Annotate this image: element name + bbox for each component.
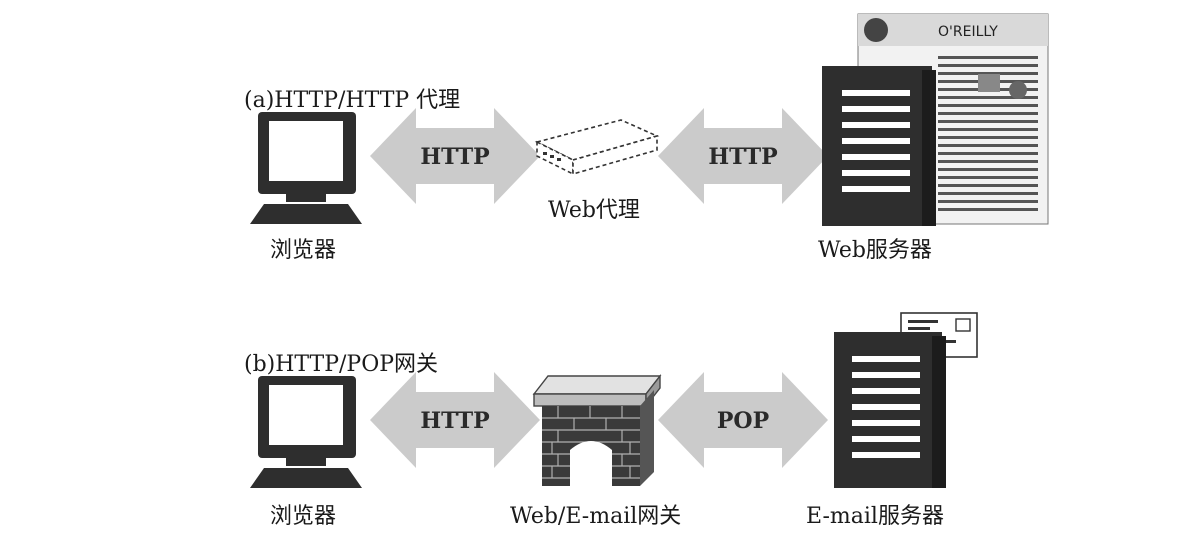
arrow-label-b-left: HTTP — [420, 408, 489, 434]
caption-b: (b)HTTP/POP网关 — [244, 352, 439, 377]
arrow-label-a-left: HTTP — [420, 144, 489, 170]
browser-label-a: 浏览器 — [270, 238, 337, 263]
browser-computer-icon — [250, 112, 362, 224]
email-server-icon — [834, 332, 946, 488]
web-server-icon — [822, 66, 936, 226]
browser-computer-icon-b — [250, 376, 362, 488]
gateway-label: Web/E-mail网关 — [510, 504, 682, 529]
caption-a: (a)HTTP/HTTP 代理 — [244, 88, 461, 113]
email-server-label: E-mail服务器 — [806, 504, 944, 529]
oreilly-logo-text: O'REILLY — [938, 24, 998, 40]
web-server-label: Web服务器 — [818, 238, 932, 263]
web-proxy-label: Web代理 — [548, 198, 640, 223]
http-arrow-a-right: HTTP — [658, 108, 828, 204]
arrow-label-b-right: POP — [717, 408, 769, 434]
pop-arrow-b-right: POP — [658, 372, 828, 468]
arrow-label-a-right: HTTP — [708, 144, 777, 170]
http-arrow-a-left: HTTP — [370, 108, 540, 204]
brick-gateway-icon — [532, 373, 662, 486]
browser-label-b: 浏览器 — [270, 504, 337, 529]
http-arrow-b-left: HTTP — [370, 372, 540, 468]
web-proxy-box-icon — [534, 119, 660, 176]
